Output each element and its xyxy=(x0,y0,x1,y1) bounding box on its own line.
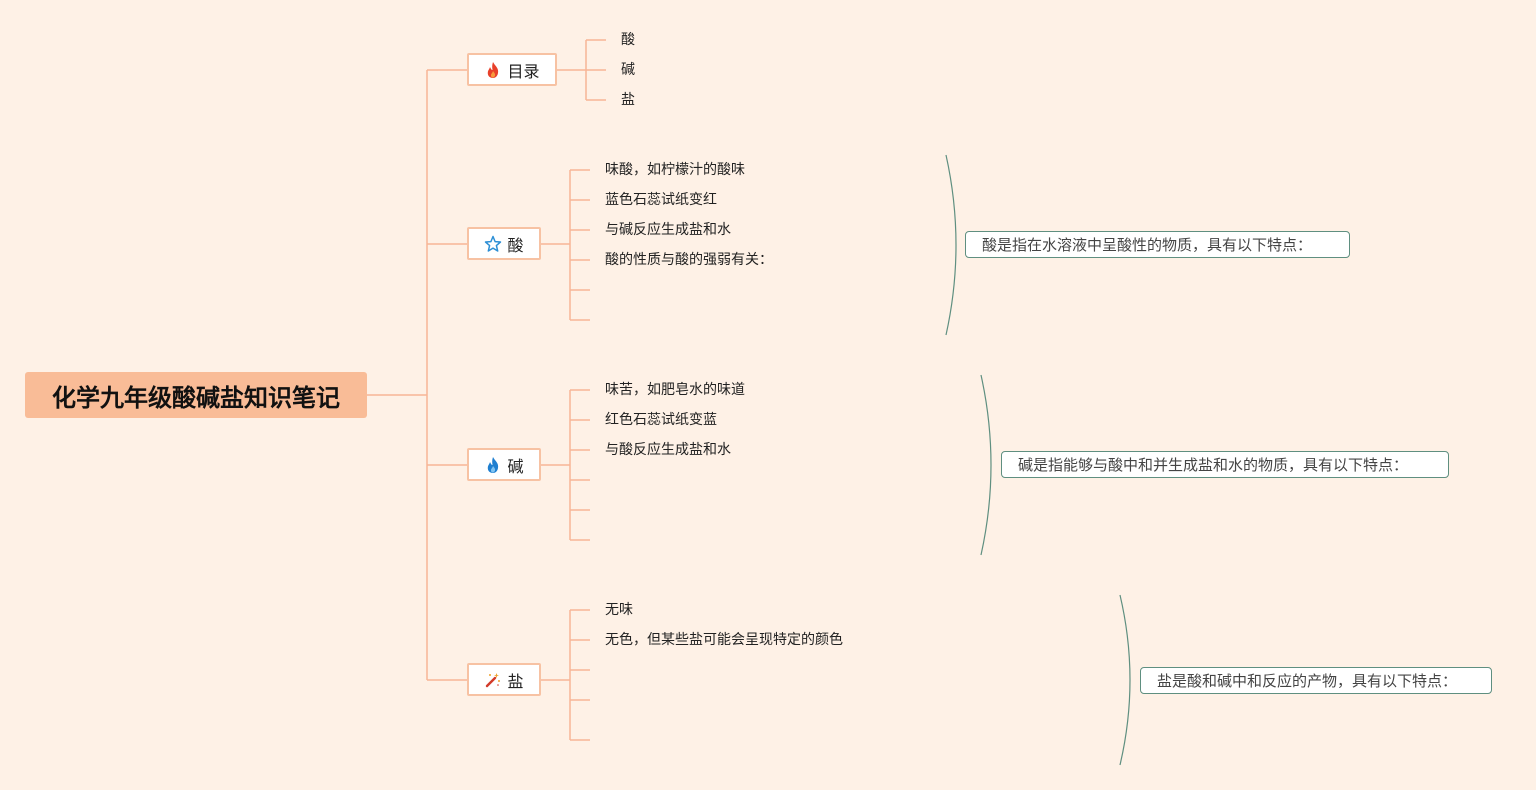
base-summary-note[interactable]: 碱是指能够与酸中和并生成盐和水的物质，具有以下特点： xyxy=(1001,451,1449,478)
acid-item[interactable]: 味酸，如柠檬汁的酸味 xyxy=(605,162,745,178)
base-summary-text: 碱是指能够与酸中和并生成盐和水的物质，具有以下特点： xyxy=(1018,456,1409,474)
fire-icon xyxy=(484,61,502,79)
branch-toc-label: 目录 xyxy=(507,61,540,81)
flame-icon xyxy=(484,456,502,474)
acid-item[interactable]: 酸的性质与酸的强弱有关： xyxy=(605,252,773,268)
base-item[interactable]: 红色石蕊试纸变蓝 xyxy=(605,412,717,428)
acid-item[interactable]: 蓝色石蕊试纸变红 xyxy=(605,192,717,208)
salt-summary-note[interactable]: 盐是酸和碱中和反应的产物，具有以下特点： xyxy=(1140,667,1492,694)
toc-item[interactable]: 盐 xyxy=(621,92,635,108)
salt-item[interactable]: 无味 xyxy=(605,602,633,618)
branch-acid[interactable]: 酸 xyxy=(467,227,541,260)
branch-salt-label: 盐 xyxy=(507,671,524,691)
toc-item[interactable]: 酸 xyxy=(621,32,635,48)
salt-summary-text: 盐是酸和碱中和反应的产物，具有以下特点： xyxy=(1157,672,1458,690)
magic-wand-icon xyxy=(484,671,502,689)
branch-base[interactable]: 碱 xyxy=(467,448,541,481)
star-icon xyxy=(484,235,502,253)
root-title: 化学九年级酸碱盐知识笔记 xyxy=(52,383,340,412)
branch-salt[interactable]: 盐 xyxy=(467,663,541,696)
salt-item[interactable]: 无色，但某些盐可能会呈现特定的颜色 xyxy=(605,632,843,648)
acid-item[interactable]: 与碱反应生成盐和水 xyxy=(605,222,731,238)
branch-acid-label: 酸 xyxy=(507,235,524,255)
base-summary-brace xyxy=(980,374,992,556)
acid-summary-brace xyxy=(945,154,957,336)
base-item[interactable]: 味苦，如肥皂水的味道 xyxy=(605,382,745,398)
base-item[interactable]: 与酸反应生成盐和水 xyxy=(605,442,731,458)
acid-summary-note[interactable]: 酸是指在水溶液中呈酸性的物质，具有以下特点： xyxy=(965,231,1350,258)
toc-item[interactable]: 碱 xyxy=(621,62,635,78)
acid-summary-text: 酸是指在水溶液中呈酸性的物质，具有以下特点： xyxy=(982,236,1313,254)
root-topic[interactable]: 化学九年级酸碱盐知识笔记 xyxy=(25,372,367,418)
branch-base-label: 碱 xyxy=(507,456,524,476)
salt-summary-brace xyxy=(1119,594,1131,766)
branch-toc[interactable]: 目录 xyxy=(467,53,557,86)
